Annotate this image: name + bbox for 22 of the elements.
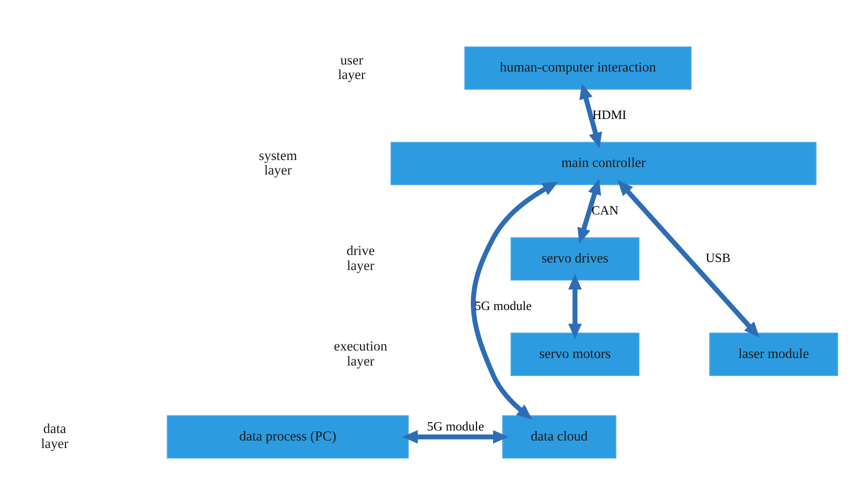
arrow bbox=[618, 180, 760, 338]
label: drive layer bbox=[346, 242, 375, 272]
arrow bbox=[568, 274, 582, 339]
arrow bbox=[402, 430, 509, 444]
node-box: servo drives bbox=[510, 236, 640, 280]
label: execution layer bbox=[334, 338, 388, 368]
node-box: laser module bbox=[709, 332, 838, 376]
node-box: human-computer interaction bbox=[464, 46, 692, 90]
node-box: data cloud bbox=[502, 414, 616, 458]
label: data layer bbox=[40, 420, 68, 450]
edge-label: CAN bbox=[592, 203, 618, 218]
edge-label: 5G module bbox=[426, 418, 484, 433]
node-box: main controller bbox=[390, 141, 816, 185]
node-box: servo motors bbox=[510, 332, 640, 376]
arrow bbox=[577, 178, 602, 244]
node-box: data process (PC) bbox=[166, 414, 409, 458]
edge-label: USB bbox=[706, 250, 731, 265]
arrow bbox=[579, 82, 602, 148]
arrow bbox=[470, 181, 558, 420]
label: user layer bbox=[338, 52, 366, 82]
label: system layer bbox=[258, 147, 298, 178]
edge-label: HDMI bbox=[592, 108, 626, 122]
